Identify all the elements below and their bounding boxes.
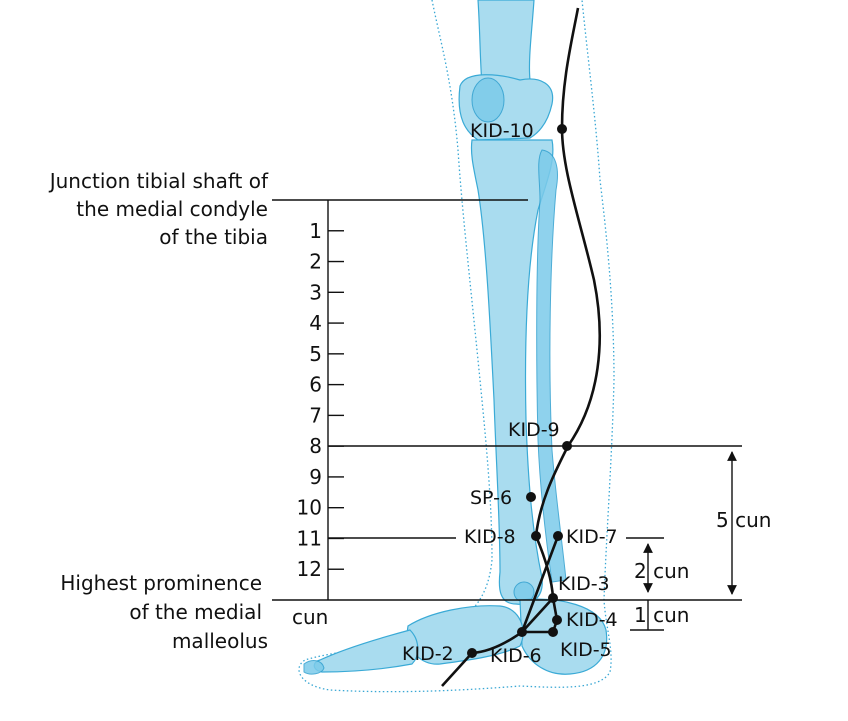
top-label-line-3: of the tibia: [159, 225, 268, 249]
scale-number-1: 1: [309, 219, 322, 243]
scale-number-11: 11: [297, 526, 322, 550]
top-label-line-1: Junction tibial shaft of: [48, 169, 269, 193]
bottom-label-line-3: malleolus: [172, 629, 268, 653]
point-kid8-dot: [531, 531, 541, 541]
toe-bones: [303, 660, 325, 675]
side-labels: Junction tibial shaft of the medial cond…: [48, 169, 269, 653]
point-kid2-label: KID-2: [402, 643, 454, 665]
calcaneus-bone: [519, 598, 608, 675]
point-kid9-label: KID-9: [508, 419, 560, 441]
point-kid7-dot: [553, 531, 563, 541]
point-kid10-dot: [557, 124, 567, 134]
scale-number-8: 8: [309, 434, 322, 458]
scale-number-3: 3: [309, 280, 322, 304]
tibia-bone: [470, 139, 554, 605]
point-kid3-label: KID-3: [558, 573, 610, 595]
top-label-line-2: the medial condyle: [76, 197, 268, 221]
acupoints: KID-10 KID-9 SP-6 KID-8 KID-7 KID-3 KID-…: [402, 120, 618, 667]
point-sp6-dot: [526, 492, 536, 502]
bottom-label-line-2: of the medial: [129, 600, 262, 624]
bottom-label-line-1: Highest prominence: [60, 571, 262, 595]
point-kid4-dot: [552, 615, 562, 625]
point-kid2-dot: [467, 648, 477, 658]
two-cun-label: 2 cun: [634, 559, 689, 583]
one-cun-label: 1 cun: [634, 603, 689, 627]
patella: [471, 77, 505, 123]
scale-number-10: 10: [297, 496, 322, 520]
point-kid8-label: KID-8: [464, 526, 516, 548]
scale-unit-label: cun: [292, 605, 328, 629]
scale-number-6: 6: [309, 373, 322, 397]
femur-bone: [477, 0, 535, 86]
five-cun-label: 5 cun: [716, 508, 771, 532]
scale-number-2: 2: [309, 250, 322, 274]
point-kid4-label: KID-4: [566, 609, 618, 631]
point-kid5-label: KID-5: [560, 639, 612, 661]
point-kid6-dot: [517, 627, 527, 637]
tarsal-bones: [406, 605, 524, 665]
point-kid9-dot: [562, 441, 572, 451]
point-kid10-label: KID-10: [470, 120, 534, 142]
leg-illustration: [298, 0, 615, 693]
scale-number-4: 4: [309, 311, 322, 335]
point-kid5-dot: [548, 627, 558, 637]
point-kid6-label: KID-6: [490, 645, 542, 667]
scale-number-7: 7: [309, 403, 322, 427]
point-sp6-label: SP-6: [470, 487, 512, 509]
scale-number-5: 5: [309, 342, 322, 366]
scale-number-9: 9: [309, 465, 322, 489]
point-kid7-label: KID-7: [566, 526, 618, 548]
fibula-bone: [536, 149, 567, 583]
measurements: 5 cun 2 cun 1 cun: [626, 451, 771, 631]
scale-number-12: 12: [297, 557, 322, 581]
point-kid3-dot: [548, 593, 558, 603]
